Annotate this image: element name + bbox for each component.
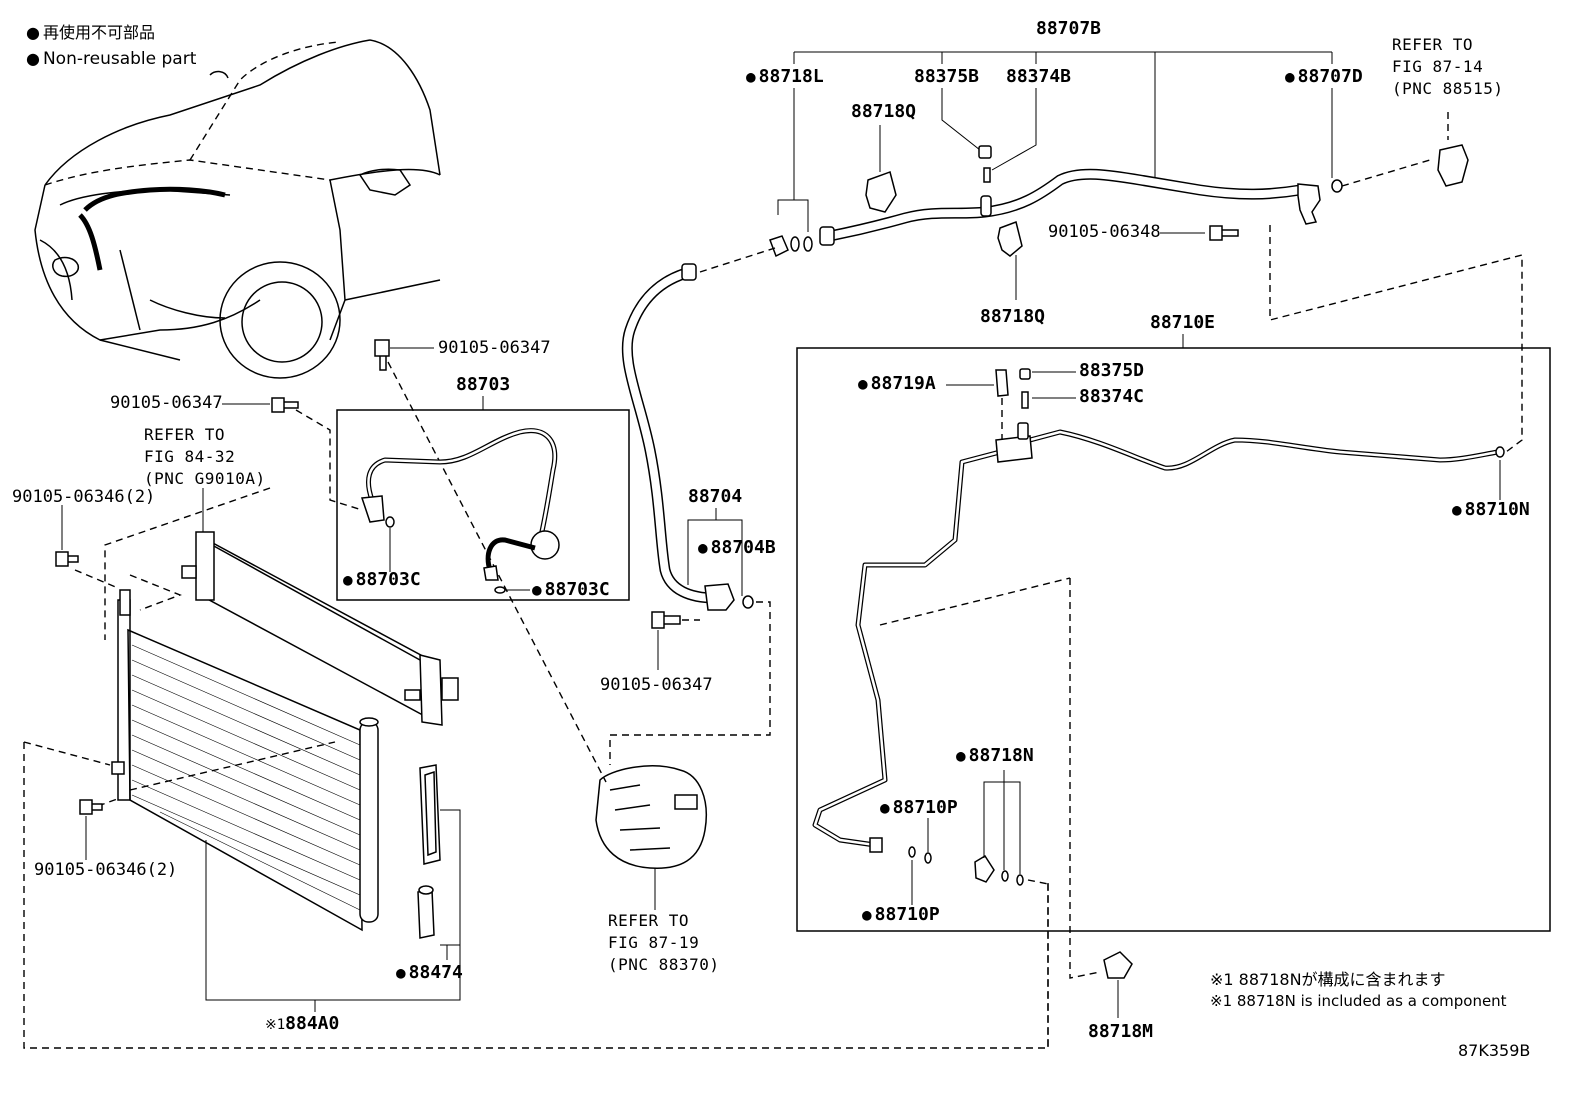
- label-88718Q-top: 88718Q: [851, 101, 917, 122]
- ref-fig-84-32: REFER TO FIG 84-32 (PNC G9010A): [144, 425, 266, 488]
- label-88718M: 88718M: [1088, 1021, 1154, 1042]
- ref-fig-87-14: REFER TO FIG 87-14 (PNC 88515): [1392, 35, 1504, 98]
- label-88704B: 88704B: [698, 538, 776, 558]
- hose-88703: [360, 428, 560, 594]
- legend-jp: 再使用不可部品: [26, 23, 155, 43]
- bolt-90105-06346-b: [79, 799, 103, 815]
- clip-88718Q-top: [865, 171, 897, 213]
- label-884A0: ※1884A0: [265, 1014, 339, 1035]
- leader-88718N: [983, 770, 1021, 874]
- pipe-88710E: [812, 368, 1505, 886]
- bolt-90105-06347-a: [374, 339, 390, 371]
- compressor: [595, 765, 707, 910]
- label-88718L: 88718L: [746, 67, 824, 87]
- label-884A0-mark: ※1: [265, 1017, 286, 1033]
- footnote-jp: ※1 88718Nが構成に含まれます: [1210, 970, 1446, 989]
- label-88710E: 88710E: [1150, 312, 1216, 333]
- label-90105-06347-c: 90105-06347: [600, 675, 713, 695]
- box-88710E: [796, 347, 1551, 932]
- bolt-90105-06348: [1209, 225, 1239, 241]
- legend-en: Non-reusable part: [26, 49, 196, 69]
- label-88703C-a: 88703C: [343, 570, 421, 590]
- dash-87-14: [1341, 159, 1431, 187]
- label-88474: 88474: [396, 963, 463, 983]
- label-90105-06347-a: 90105-06347: [438, 338, 551, 358]
- dash-bolt-left: [295, 409, 363, 511]
- clip-88718Q-bottom: [997, 221, 1023, 257]
- label-88710P-b: 88710P: [862, 905, 940, 925]
- leader-88718L: [777, 88, 809, 232]
- seal-88474: [419, 764, 441, 865]
- label-88710P-a: 88710P: [880, 798, 958, 818]
- dash-condenser-outline: [23, 742, 1049, 1049]
- cap-88474: [417, 889, 435, 939]
- label-88704: 88704: [688, 486, 743, 507]
- label-88375D: 88375D: [1079, 360, 1145, 381]
- bracket-884A0: [205, 809, 461, 1001]
- label-884A0-code: 884A0: [285, 1013, 340, 1034]
- label-90105-06346-b: 90105-06346(2): [34, 860, 178, 880]
- ref-fig-87-19: REFER TO FIG 87-19 (PNC 88370): [608, 911, 720, 974]
- footnote-en: ※1 88718N is included as a component: [1210, 992, 1507, 1010]
- bolt-90105-06346-a: [55, 551, 79, 567]
- label-88718Q-bottom: 88718Q: [980, 306, 1046, 327]
- label-88707B: 88707B: [1036, 18, 1102, 39]
- label-90105-06346-a: 90105-06346(2): [12, 487, 156, 507]
- label-88374B: 88374B: [1006, 66, 1072, 87]
- figure-code: 87K359B: [1458, 1041, 1531, 1060]
- label-88710N: 88710N: [1452, 500, 1530, 520]
- leader-88375B: [941, 88, 981, 151]
- dash-to-compressor: [387, 361, 607, 783]
- label-90105-06347-b: 90105-06347: [110, 393, 223, 413]
- clip-88718M: [1103, 951, 1133, 979]
- hose-88707B: [769, 145, 1343, 258]
- connector-87-14: [1437, 144, 1469, 187]
- dash-84-32: [104, 487, 271, 640]
- bolt-90105-06347-c: [651, 611, 681, 629]
- label-88707D: 88707D: [1285, 67, 1363, 87]
- hose-88704: [609, 247, 776, 765]
- label-88375B: 88375B: [914, 66, 980, 87]
- label-88374C: 88374C: [1079, 386, 1145, 407]
- label-90105-06348: 90105-06348: [1048, 222, 1161, 242]
- callout-88707B: [793, 51, 1333, 178]
- bolt-90105-06347-b: [271, 397, 299, 413]
- vehicle-illustration: [34, 39, 441, 379]
- label-88703C-b: 88703C: [532, 580, 610, 600]
- dash-88707-88710: [1269, 225, 1523, 453]
- leader-88704: [687, 508, 743, 596]
- label-88719A: 88719A: [858, 374, 936, 394]
- condenser: [111, 531, 459, 932]
- leader-88374B: [991, 88, 1037, 171]
- label-88718N: 88718N: [956, 746, 1034, 766]
- label-88703: 88703: [456, 374, 511, 395]
